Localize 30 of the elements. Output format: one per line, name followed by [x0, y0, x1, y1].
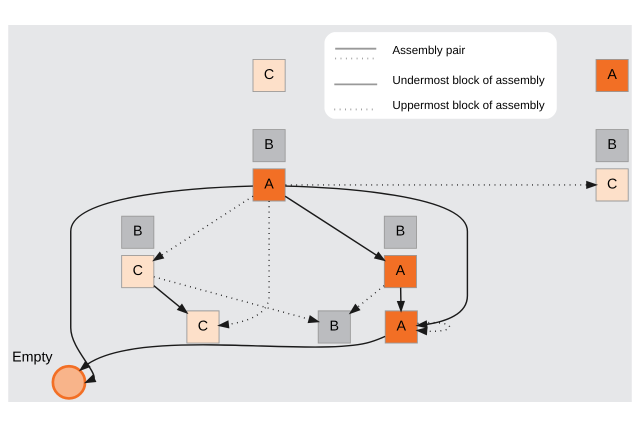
- node-box: C: [186, 310, 220, 343]
- legend-label: Assembly pair: [392, 43, 466, 56]
- node-box: C: [596, 168, 629, 201]
- arrow: [153, 284, 188, 314]
- node-box: C: [121, 254, 154, 288]
- node-circle: [52, 364, 86, 400]
- node-box: B: [252, 128, 286, 162]
- node-box: A: [596, 58, 629, 92]
- arrow: [154, 276, 320, 323]
- arrow: [78, 335, 386, 371]
- node-box: A: [252, 168, 286, 201]
- node-box: A: [384, 310, 418, 343]
- arrow: [284, 195, 386, 261]
- arrow: [348, 284, 385, 314]
- legend-label: Uppermost block of assembly: [392, 98, 545, 112]
- node-box: B: [318, 310, 351, 343]
- node-box: B: [121, 215, 154, 248]
- node-box: C: [252, 58, 286, 92]
- arrow: [217, 200, 270, 328]
- legend-label: Undermost block of assembly: [392, 73, 545, 86]
- arrow: [415, 321, 450, 335]
- node-box: B: [384, 215, 417, 248]
- arrow: [152, 195, 254, 261]
- node-box: A: [384, 254, 417, 288]
- arrow: [286, 180, 598, 189]
- arrow: [396, 287, 405, 312]
- node-label: Empty: [12, 349, 53, 366]
- arrow: [70, 184, 253, 383]
- arrow: [285, 184, 468, 328]
- node-box: B: [596, 128, 629, 162]
